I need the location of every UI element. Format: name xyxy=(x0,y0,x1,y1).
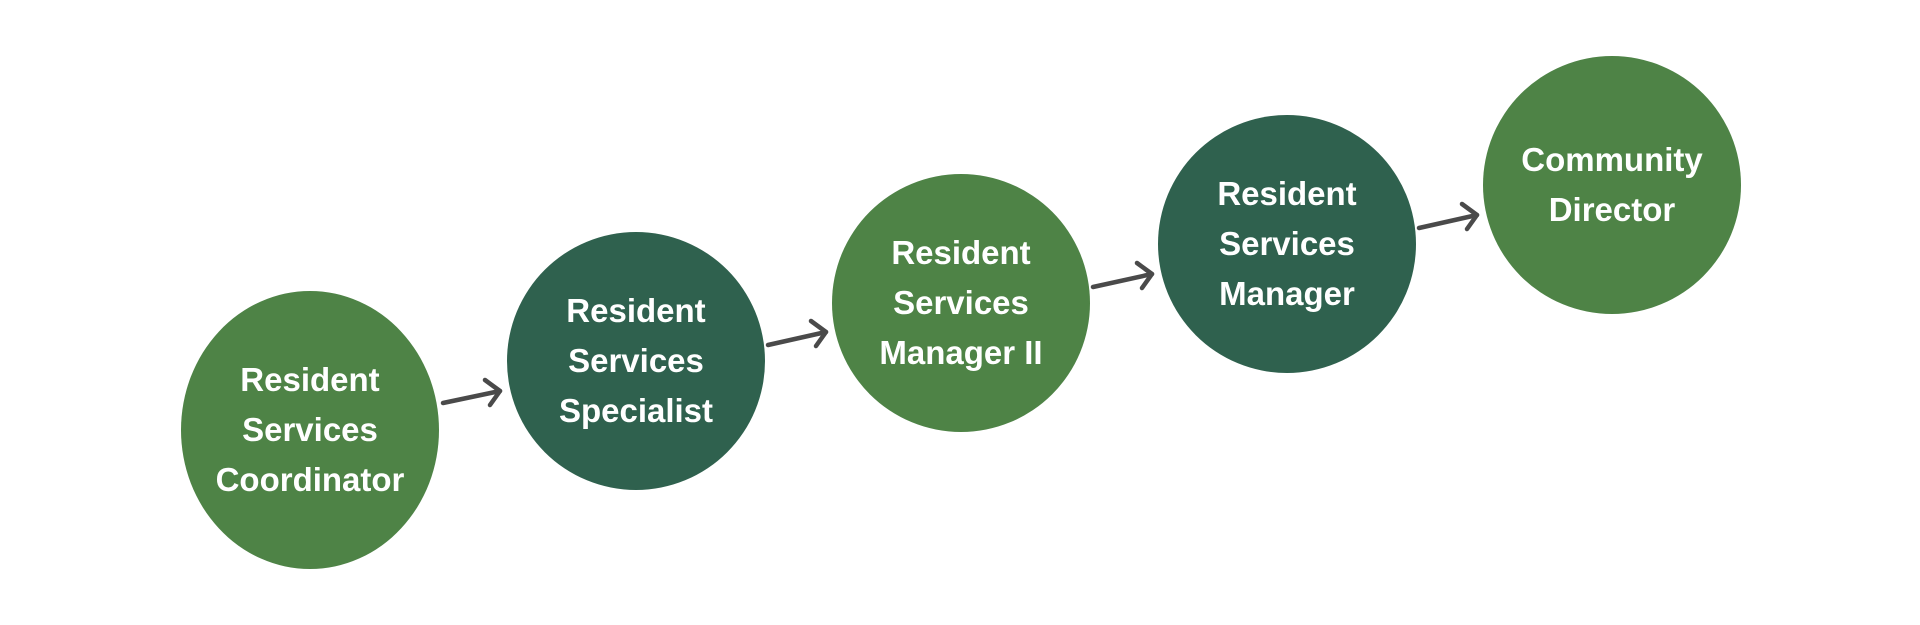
node-label: Resident Services Specialist xyxy=(558,292,714,429)
node-resident-services-specialist: Resident Services Specialist xyxy=(507,232,765,490)
arrow-right-icon xyxy=(1090,260,1155,291)
node-resident-services-manager-ii: Resident Services Manager II xyxy=(832,174,1090,432)
node-label: Resident Services Manager II xyxy=(879,234,1043,371)
node-resident-services-manager: Resident Services Manager xyxy=(1158,115,1416,373)
arrow-right-icon xyxy=(765,318,829,349)
node-resident-services-coordinator: Resident Services Coordinator xyxy=(181,291,439,569)
arrow-right-icon xyxy=(1416,201,1480,232)
arrow-right-icon xyxy=(440,377,503,408)
node-label: Resident Services Manager xyxy=(1217,175,1357,312)
node-community-director: Community Director xyxy=(1483,56,1741,314)
node-label: Community Director xyxy=(1521,141,1703,228)
node-label: Resident Services Coordinator xyxy=(215,361,405,498)
